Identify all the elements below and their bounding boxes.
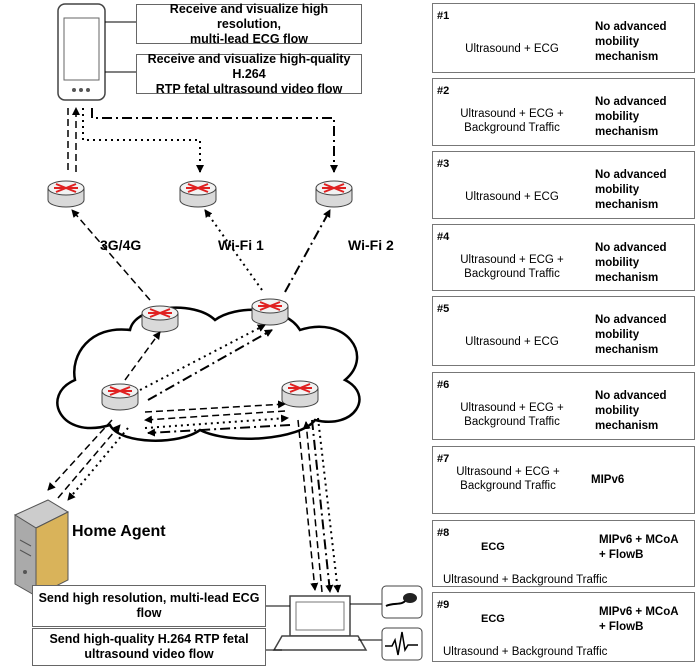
scenario-traffic: Ultrasound + ECG + Background Traffic [460,254,564,280]
scenario-number: #8 [437,527,450,539]
server-icon [13,499,70,597]
label-wifi1: Wi-Fi 1 [218,237,264,253]
send-caption-ecg: Send high resolution, multi-lead ECG flo… [32,585,266,627]
scenario-number: #1 [437,10,450,22]
scenario-mechanism: No advanced mobility mechanism [595,96,667,138]
scenario-traffic: Ultrasound + ECG + Background Traffic [460,108,564,134]
phone-caption-ultrasound: Receive and visualize high-quality H.264… [136,52,362,96]
ultrasound-probe-icon [381,585,423,619]
scenario-traffic: Ultrasound + ECG + Background Traffic [460,402,564,428]
router-cloud-a [141,305,179,333]
scenario-traffic: Ultrasound + Background Traffic [443,646,608,658]
router-cloud-b [251,298,289,326]
scenario-number: #6 [437,379,450,391]
phone-caption-ecg: Receive and visualize high resolution, m… [136,2,362,46]
scenario-mechanism: No advanced mobility mechanism [595,242,667,284]
scenario-traffic: Ultrasound + ECG [465,336,559,348]
scenario-number: #7 [437,453,450,465]
scenario-mechanism: No advanced mobility mechanism [595,390,667,432]
scenario-traffic: Ultrasound + ECG [465,191,559,203]
smartphone-icon [57,3,106,101]
scenario-mechanism: No advanced mobility mechanism [595,21,667,63]
router-wifi1 [179,180,217,208]
router-3g [47,180,85,208]
send-caption-ultrasound: Send high-quality H.264 RTP fetal ultras… [32,628,266,666]
scenario-traffic: Ultrasound + Background Traffic [443,574,608,586]
scenario-mechanism: MIPv6 + MCoA + FlowB [599,534,679,561]
ecg-waveform-icon [381,627,423,661]
label-3g4g: 3G/4G [100,237,142,253]
scenario-mechanism: MIPv6 [591,474,625,486]
scenario-traffic: Ultrasound + ECG [465,43,559,55]
scenario-number: #4 [437,231,450,243]
scenario-number: #3 [437,158,450,170]
scenario-mechanism: MIPv6 + MCoA + FlowB [599,606,679,633]
router-cloud-d [281,380,319,408]
scenario-traffic: Ultrasound + ECG + Background Traffic [456,466,560,492]
home-agent-label: Home Agent [72,523,166,540]
scenario-ecg-label: ECG [481,541,505,553]
router-cloud-c [101,383,139,411]
internet-cloud [56,306,361,442]
scenario-ecg-label: ECG [481,613,505,625]
scenario-number: #2 [437,85,450,97]
scenario-number: #5 [437,303,450,315]
label-wifi2: Wi-Fi 2 [348,237,394,253]
laptop-icon [272,595,368,651]
scenario-mechanism: No advanced mobility mechanism [595,314,667,356]
scenario-number: #9 [437,599,450,611]
scenario-mechanism: No advanced mobility mechanism [595,169,667,211]
router-wifi2 [315,180,353,208]
